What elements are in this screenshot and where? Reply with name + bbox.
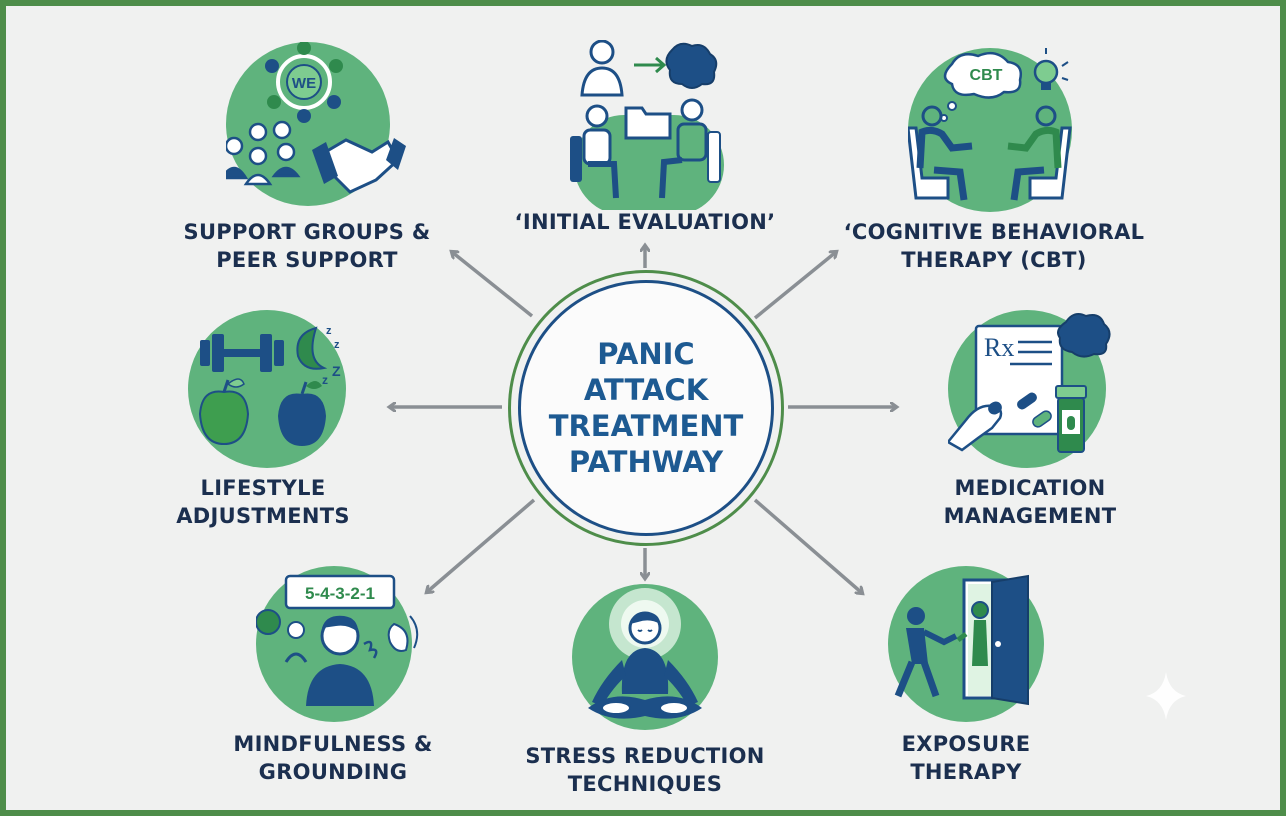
- exposure-icon: [888, 566, 1044, 722]
- lifestyle-label-line1: LIFESTYLE: [200, 476, 326, 500]
- stress-reduction-label-line1: STRESS REDUCTION: [525, 744, 765, 768]
- mindfulness-label: MINDFULNESS & GROUNDING: [206, 730, 460, 786]
- support-groups-label-line2: PEER SUPPORT: [216, 248, 398, 272]
- central-hub-inner: PANIC ATTACK TREATMENT PATHWAY: [518, 280, 774, 536]
- central-hub: PANIC ATTACK TREATMENT PATHWAY: [508, 270, 784, 546]
- arrow-to-cbt: [753, 252, 836, 320]
- mindfulness-label-line1: MINDFULNESS &: [233, 732, 433, 756]
- initial-evaluation-icon: [564, 40, 724, 210]
- lifestyle-label: LIFESTYLE ADJUSTMENTS: [130, 474, 396, 530]
- cbt-badge-text: CBT: [970, 67, 1003, 84]
- medication-icon: Rx: [948, 310, 1111, 468]
- mindfulness-label-line2: GROUNDING: [258, 760, 408, 784]
- lifestyle-label-line2: ADJUSTMENTS: [176, 504, 350, 528]
- arrow-to-mindfulness: [427, 498, 536, 592]
- sparkle-icon: [1146, 672, 1186, 720]
- cbt-icon: CBT: [908, 48, 1072, 212]
- rx-badge-text: Rx: [984, 333, 1014, 362]
- grounding-badge-text: 5-4-3-2-1: [305, 584, 375, 603]
- arrow-to-support-groups: [452, 252, 534, 318]
- stress-reduction-label: STRESS REDUCTION TECHNIQUES: [500, 742, 790, 798]
- exposure-label: EXPOSURE THERAPY: [830, 730, 1102, 786]
- mindfulness-icon: 5-4-3-2-1: [256, 566, 419, 722]
- support-groups-icon: WE: [226, 42, 406, 206]
- svg-text:z: z: [322, 373, 328, 387]
- central-title: PANIC ATTACK TREATMENT PATHWAY: [548, 337, 744, 479]
- lifestyle-icon: z z z Z: [188, 310, 346, 468]
- cbt-label: ‘COGNITIVE BEHAVIORAL THERAPY (CBT): [832, 218, 1156, 274]
- support-groups-label: SUPPORT GROUPS & PEER SUPPORT: [166, 218, 448, 274]
- medication-label: MEDICATION MANAGEMENT: [880, 474, 1180, 530]
- exposure-label-line2: THERAPY: [910, 760, 1022, 784]
- exposure-label-line1: EXPOSURE: [901, 732, 1031, 756]
- stress-reduction-label-line2: TECHNIQUES: [567, 772, 723, 796]
- svg-text:z: z: [326, 325, 332, 337]
- medication-label-line1: MEDICATION: [954, 476, 1106, 500]
- cbt-label-line2: THERAPY (CBT): [901, 248, 1087, 272]
- svg-text:z: z: [334, 339, 340, 351]
- stress-reduction-icon: [572, 584, 718, 730]
- we-badge-text: WE: [292, 75, 316, 92]
- cbt-label-line1: ‘COGNITIVE BEHAVIORAL: [843, 220, 1145, 244]
- svg-text:Z: Z: [332, 363, 341, 379]
- medication-label-line2: MANAGEMENT: [943, 504, 1117, 528]
- support-groups-label-line1: SUPPORT GROUPS &: [183, 220, 431, 244]
- arrow-to-exposure: [753, 498, 862, 593]
- initial-evaluation-label: ‘INITIAL EVALUATION’: [514, 210, 776, 234]
